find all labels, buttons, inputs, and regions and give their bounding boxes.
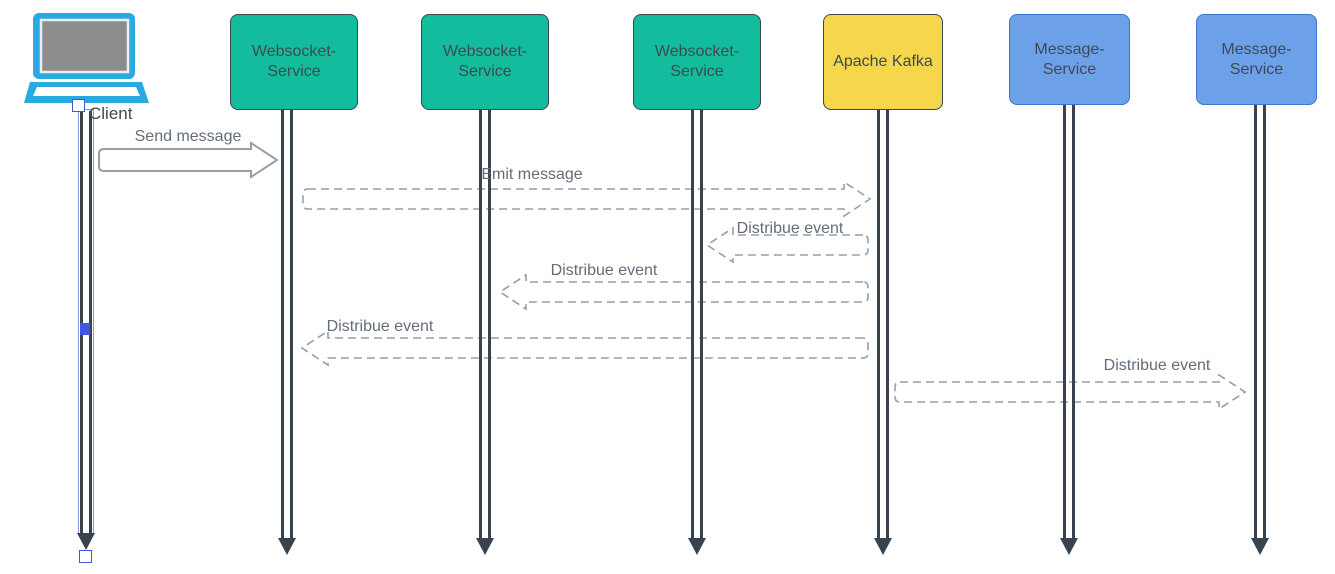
- send-message-label: Send message: [134, 128, 242, 145]
- client-laptop-icon[interactable]: [24, 8, 154, 106]
- client-label: Client: [89, 104, 133, 123]
- lifeline-arrowhead-icon: [1060, 538, 1078, 555]
- lifeline-arrowhead-icon: [278, 538, 296, 555]
- actor-label: Websocket- Service: [251, 43, 337, 80]
- selection-handle-bottom[interactable]: [79, 550, 92, 563]
- lifeline-arrowhead-icon: [77, 533, 95, 550]
- distribute-event-arrow-to-ws3[interactable]: [705, 226, 869, 264]
- lifeline-message-service-2[interactable]: [1254, 100, 1266, 538]
- distribute-event-label-ms2: Distribue event: [1103, 357, 1211, 374]
- lifeline-websocket-service-1[interactable]: [281, 100, 293, 538]
- actor-message-service-2[interactable]: Message- Service: [1196, 14, 1317, 105]
- selection-handle-top[interactable]: [72, 99, 85, 112]
- actor-label: Message- Service: [1034, 40, 1105, 78]
- emit-message-arrow[interactable]: [302, 180, 872, 218]
- lifeline-arrowhead-icon: [874, 538, 892, 555]
- lifeline-apache-kafka[interactable]: [877, 100, 889, 538]
- distribute-event-arrow-to-ms2[interactable]: [894, 373, 1247, 411]
- selection-handle-middle[interactable]: [80, 323, 90, 335]
- distribute-event-arrow-to-ws1[interactable]: [300, 329, 869, 367]
- distribute-event-arrow-to-ws2[interactable]: [498, 273, 869, 311]
- actor-websocket-service-2[interactable]: Websocket- Service: [421, 14, 549, 110]
- lifeline-arrowhead-icon: [688, 538, 706, 555]
- actor-apache-kafka[interactable]: Apache Kafka: [823, 14, 943, 110]
- actor-websocket-service-3[interactable]: Websocket- Service: [633, 14, 761, 110]
- lifeline-websocket-service-2[interactable]: [479, 100, 491, 538]
- actor-label: Message- Service: [1221, 40, 1292, 78]
- lifeline-client[interactable]: [78, 109, 94, 535]
- send-message-arrow[interactable]: [98, 141, 279, 179]
- lifeline-websocket-service-3[interactable]: [691, 100, 703, 538]
- actor-label: Websocket- Service: [654, 43, 740, 80]
- distribute-event-label-ws2: Distribue event: [550, 262, 658, 279]
- emit-message-label: Emit message: [481, 166, 583, 183]
- actor-label: Apache Kafka: [833, 53, 933, 70]
- lifeline-message-service-1[interactable]: [1063, 100, 1075, 538]
- distribute-event-label-ws1: Distribue event: [326, 318, 434, 335]
- actor-websocket-service-1[interactable]: Websocket- Service: [230, 14, 358, 110]
- actor-message-service-1[interactable]: Message- Service: [1009, 14, 1130, 105]
- distribute-event-label-ws3: Distribue event: [736, 220, 844, 237]
- actor-label: Websocket- Service: [442, 43, 528, 80]
- lifeline-arrowhead-icon: [1251, 538, 1269, 555]
- lifeline-arrowhead-icon: [476, 538, 494, 555]
